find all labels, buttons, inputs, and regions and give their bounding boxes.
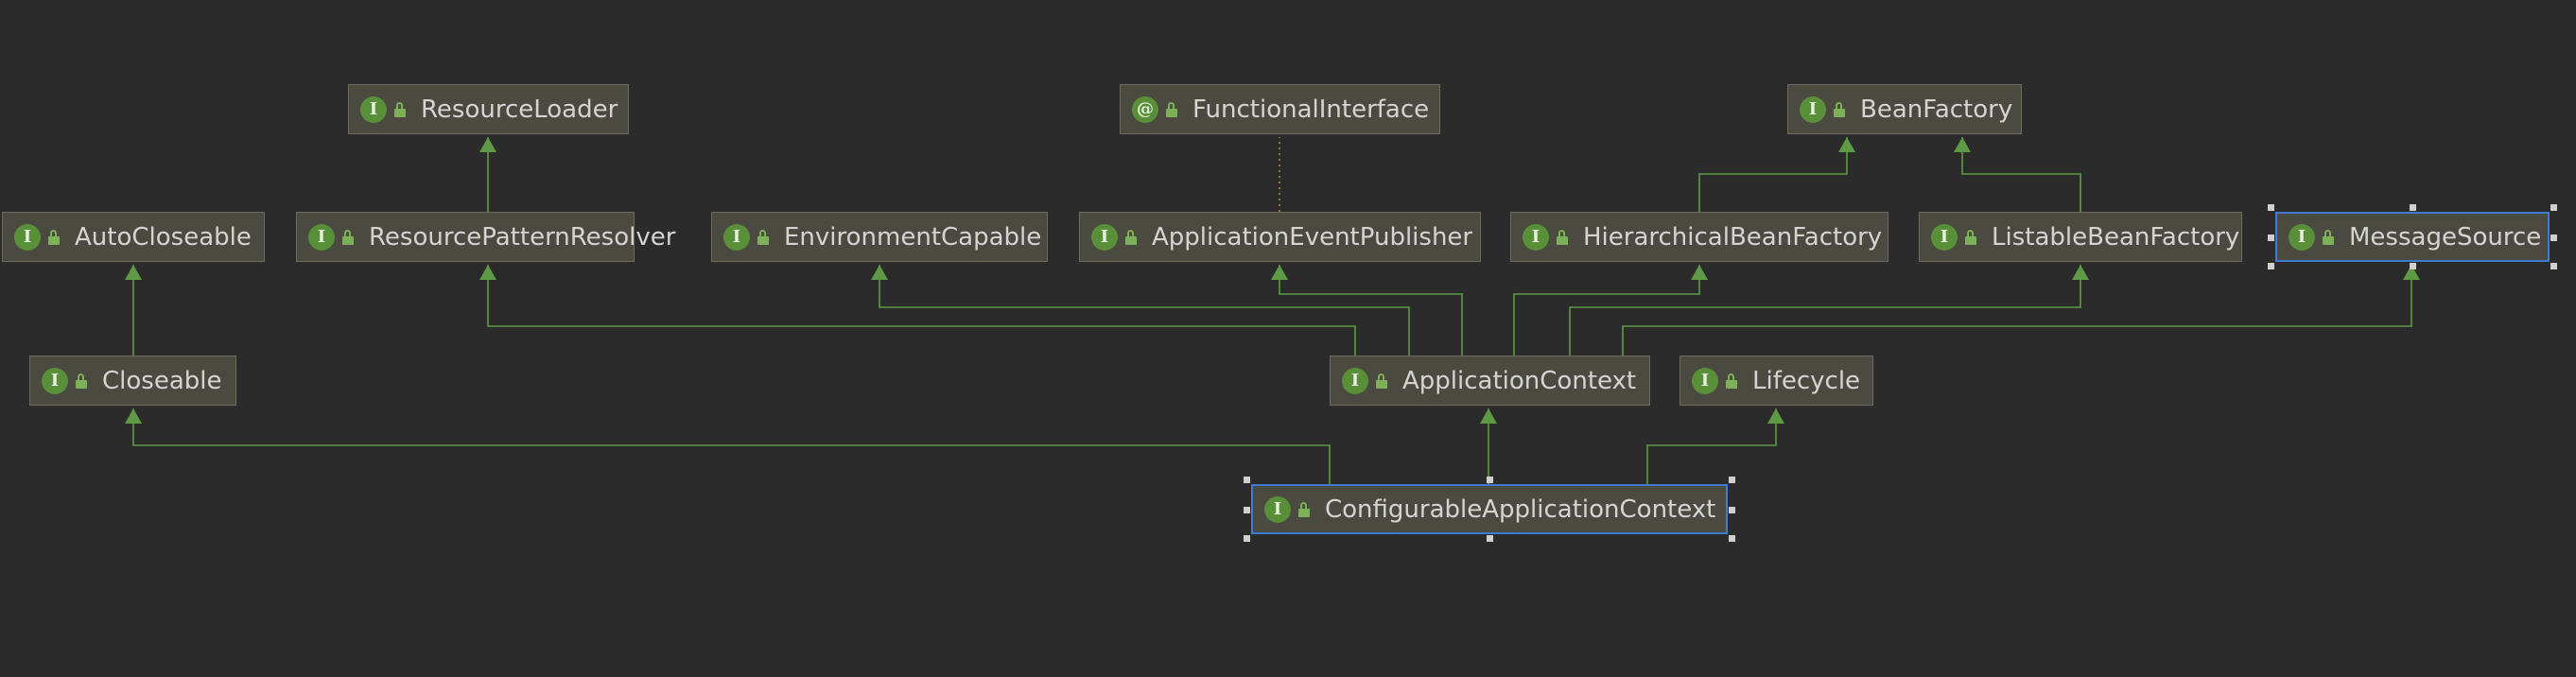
interface-badge-icon: I xyxy=(723,223,750,251)
annotation-badge-icon: @ xyxy=(1132,95,1158,123)
lock-icon xyxy=(342,229,354,245)
node-label: ApplicationContext xyxy=(1402,366,1637,395)
node-autocloseable[interactable]: I AutoCloseable xyxy=(2,212,265,262)
node-resourceloader[interactable]: I ResourceLoader xyxy=(348,84,629,134)
node-label: ResourceLoader xyxy=(421,95,618,124)
edge-applicationcontext-to-hierarchicalbeanfactory xyxy=(1513,265,1700,356)
selection-handle-icon[interactable] xyxy=(1729,477,1735,483)
interface-badge-icon: I xyxy=(1264,495,1291,523)
selection-handle-icon[interactable] xyxy=(2268,234,2274,241)
arrowhead-icon xyxy=(1480,408,1497,424)
selection-handle-icon[interactable] xyxy=(1729,506,1735,513)
node-label: ListableBeanFactory xyxy=(1992,222,2240,252)
selection-handle-icon[interactable] xyxy=(1244,506,1250,513)
node-label: BeanFactory xyxy=(1860,95,2013,124)
interface-badge-icon: I xyxy=(308,223,335,251)
lock-icon xyxy=(1125,229,1137,245)
selection-handle-icon[interactable] xyxy=(2268,263,2274,269)
node-label: Lifecycle xyxy=(1752,366,1861,395)
arrowhead-icon xyxy=(1271,265,1288,280)
selection-handle-icon[interactable] xyxy=(1487,535,1493,542)
selection-handle-icon[interactable] xyxy=(1487,477,1493,483)
arrowhead-icon xyxy=(1691,265,1708,280)
arrowhead-icon xyxy=(479,137,496,152)
selection-handle-icon[interactable] xyxy=(2410,263,2416,269)
lock-icon xyxy=(1376,373,1387,389)
node-applicationeventpublisher[interactable]: I ApplicationEventPublisher xyxy=(1079,212,1481,262)
interface-badge-icon: I xyxy=(1800,95,1826,123)
lock-icon xyxy=(76,373,87,389)
node-functionalinterface[interactable]: @ FunctionalInterface xyxy=(1120,84,1440,134)
node-closeable[interactable]: I Closeable xyxy=(29,356,236,406)
arrowhead-icon xyxy=(871,265,888,280)
node-applicationcontext[interactable]: I ApplicationContext xyxy=(1330,356,1650,406)
node-label: ApplicationEventPublisher xyxy=(1152,222,1473,252)
node-label: EnvironmentCapable xyxy=(784,222,1042,252)
node-messagesource[interactable]: I MessageSource xyxy=(2275,212,2550,262)
lock-icon xyxy=(1834,101,1845,117)
interface-badge-icon: I xyxy=(360,95,387,123)
edge-applicationcontext-to-listablebeanfactory xyxy=(1569,265,2081,356)
arrowhead-icon xyxy=(125,265,142,280)
selection-handle-icon[interactable] xyxy=(1244,477,1250,483)
edge-applicationcontext-to-messagesource xyxy=(1622,265,2412,356)
edge-configurableapplicationcontext-to-lifecycle xyxy=(1646,408,1777,484)
node-listablebeanfactory[interactable]: I ListableBeanFactory xyxy=(1919,212,2242,262)
node-label: MessageSource xyxy=(2349,222,2542,252)
interface-badge-icon: I xyxy=(1091,223,1118,251)
arrowhead-icon xyxy=(1954,137,1971,152)
selection-handle-icon[interactable] xyxy=(2410,204,2416,211)
interface-badge-icon: I xyxy=(1931,223,1958,251)
lock-icon xyxy=(1726,373,1737,389)
lock-icon xyxy=(1965,229,1976,245)
edge-hierarchicalbeanfactory-to-beanfactory xyxy=(1698,137,1848,212)
node-label: ResourcePatternResolver xyxy=(369,222,676,252)
arrowhead-icon xyxy=(1767,408,1784,424)
arrowhead-icon xyxy=(479,265,496,280)
node-beanfactory[interactable]: I BeanFactory xyxy=(1787,84,2022,134)
edge-applicationcontext-to-environmentcapable xyxy=(879,265,1410,356)
selection-handle-icon[interactable] xyxy=(2550,234,2557,241)
edge-applicationcontext-to-resourcepatternresolver xyxy=(487,265,1356,356)
node-label: AutoCloseable xyxy=(75,222,252,252)
node-label: ConfigurableApplicationContext xyxy=(1325,495,1716,524)
selection-handle-icon[interactable] xyxy=(2550,263,2557,269)
lock-icon xyxy=(1298,501,1310,517)
interface-badge-icon: I xyxy=(42,367,68,394)
interface-badge-icon: I xyxy=(14,223,41,251)
arrowhead-icon xyxy=(2072,265,2089,280)
lock-icon xyxy=(48,229,60,245)
selection-handle-icon[interactable] xyxy=(1244,535,1250,542)
lock-icon xyxy=(2323,229,2334,245)
lock-icon xyxy=(1557,229,1568,245)
interface-badge-icon: I xyxy=(1523,223,1549,251)
lock-icon xyxy=(394,101,406,117)
edge-configurableapplicationcontext-to-closeable xyxy=(132,408,1331,484)
lock-icon xyxy=(757,229,769,245)
lock-icon xyxy=(1166,101,1177,117)
node-lifecycle[interactable]: I Lifecycle xyxy=(1680,356,1873,406)
edge-applicationcontext-to-applicationeventpublisher xyxy=(1279,265,1463,356)
arrowhead-icon xyxy=(1838,137,1855,152)
node-label: FunctionalInterface xyxy=(1192,95,1430,124)
node-environmentcapable[interactable]: I EnvironmentCapable xyxy=(711,212,1048,262)
node-resourcepatternresolver[interactable]: I ResourcePatternResolver xyxy=(296,212,675,262)
edge-listablebeanfactory-to-beanfactory xyxy=(1961,137,2081,212)
node-label: Closeable xyxy=(102,366,222,395)
arrowhead-icon xyxy=(125,408,142,424)
selection-handle-icon[interactable] xyxy=(2268,204,2274,211)
interface-badge-icon: I xyxy=(2289,223,2315,251)
selection-handle-icon[interactable] xyxy=(1729,535,1735,542)
interface-badge-icon: I xyxy=(1692,367,1718,394)
selection-handle-icon[interactable] xyxy=(2550,204,2557,211)
node-label: HierarchicalBeanFactory xyxy=(1583,222,1883,252)
interface-badge-icon: I xyxy=(1342,367,1368,394)
node-hierarchicalbeanfactory[interactable]: I HierarchicalBeanFactory xyxy=(1510,212,1888,262)
node-configurableapplicationcontext[interactable]: I ConfigurableApplicationContext xyxy=(1251,484,1728,534)
